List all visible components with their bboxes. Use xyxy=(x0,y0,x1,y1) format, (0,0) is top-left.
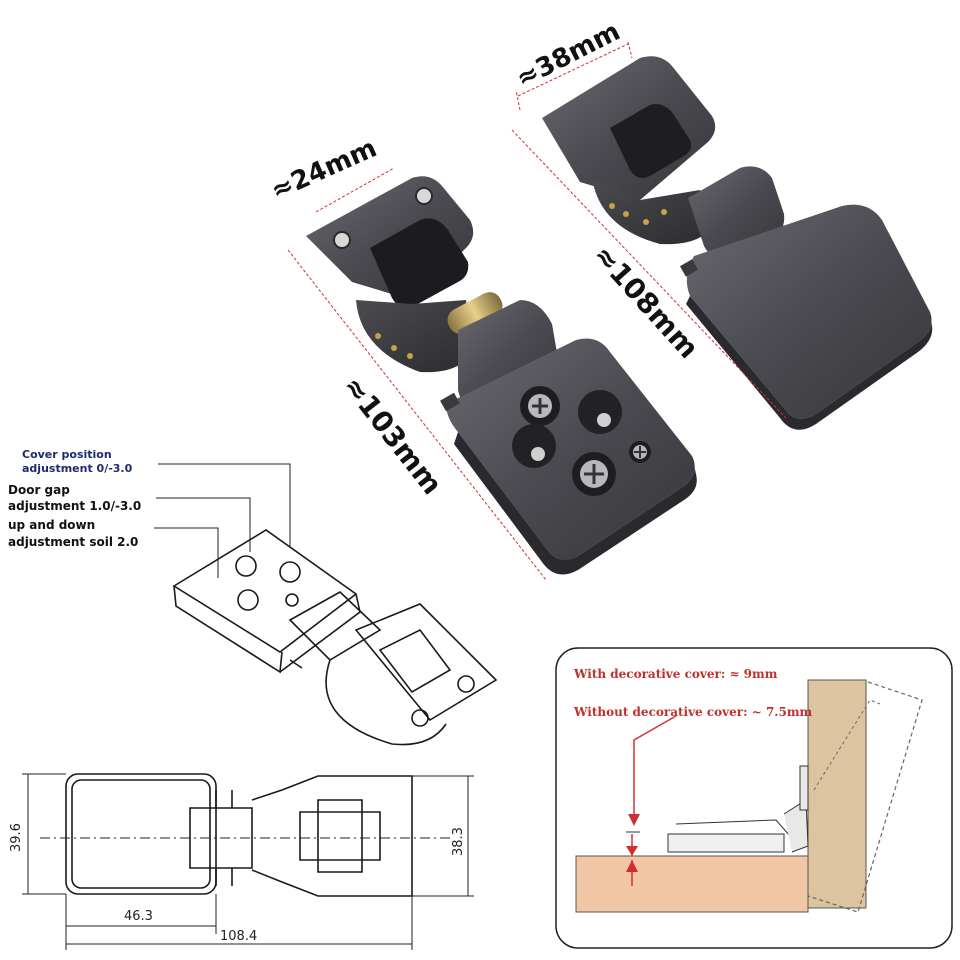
hinge-base-plate-edge xyxy=(454,432,697,575)
mounting-hole-icon xyxy=(333,231,351,249)
hinge-cup-body xyxy=(356,300,472,373)
callout-cover-position-2: adjustment 0/-3.0 xyxy=(22,462,133,475)
hinge-without-cover xyxy=(306,176,697,575)
callout-leaders xyxy=(154,463,291,578)
brass-pivot xyxy=(447,292,503,334)
dimension-lines xyxy=(287,41,787,581)
mounting-hole-icon xyxy=(415,187,433,205)
cabinet-panel xyxy=(575,855,809,913)
callout-up-down: up and down xyxy=(8,518,95,532)
hinge-line-drawing xyxy=(172,529,498,746)
drawing-width-total: 108.4 xyxy=(220,929,257,944)
drawing-width-cover: 46.3 xyxy=(124,909,153,924)
callout-door-gap-2: adjustment 1.0/-3.0 xyxy=(8,499,141,513)
dimension-length-left: ≈103mm xyxy=(336,370,448,501)
hinge-with-cover xyxy=(542,56,933,430)
door-open-outline xyxy=(807,681,923,913)
hinge-cup-body xyxy=(592,178,712,245)
door-gap-inset xyxy=(555,647,953,949)
top-view-drawing xyxy=(22,773,474,950)
callout-up-down-2: adjustment soil 2.0 xyxy=(8,535,138,549)
hinge-base-plate xyxy=(446,338,695,560)
adjustment-hole-icon xyxy=(512,424,556,468)
drawing-height-right: 38.3 xyxy=(451,827,466,856)
decorative-cover-edge xyxy=(686,296,933,430)
dimension-top-width-left: ≈24mm xyxy=(267,133,382,206)
drawing-height-left: 39.6 xyxy=(9,823,24,852)
decorative-cover xyxy=(686,204,932,419)
inset-without-cover: Without decorative cover: ~ 7.5mm xyxy=(573,705,813,719)
hinge-cup-opening xyxy=(370,218,469,308)
inset-with-cover: With decorative cover: ≈ 9mm xyxy=(573,667,778,681)
hinge-cup-opening xyxy=(610,104,692,178)
callout-cover-position: Cover position xyxy=(22,448,112,461)
door-panel xyxy=(807,679,867,909)
adjustment-hole-icon xyxy=(578,390,622,434)
callout-door-gap: Door gap xyxy=(8,483,70,497)
